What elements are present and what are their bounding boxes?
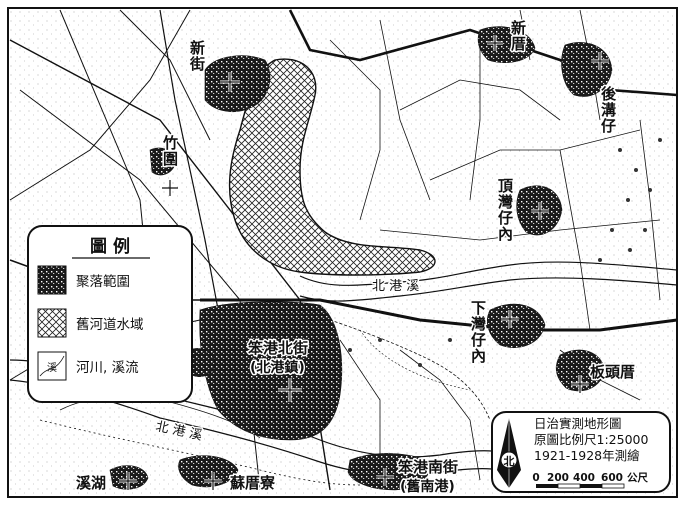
label-xihu: 溪湖 [76, 474, 106, 492]
label-benggang-north: 笨港北街 [248, 339, 308, 357]
label-benggang-south-alt: (舊南港) [400, 478, 455, 495]
legend-label-old-channel: 舊河道水域 [76, 317, 144, 333]
label-dingzhuzinei: 頂灣仔內 [496, 178, 514, 242]
river-swatch [37, 351, 67, 381]
info-scale: 原圖比例尺1:25000 [534, 432, 648, 447]
crosshatch-swatch [37, 308, 67, 338]
legend-item-settlement: 聚落範圍 [37, 265, 130, 295]
legend-label-river: 河川, 溪流 [76, 360, 139, 376]
legend-title: 圖 例 [90, 236, 130, 257]
settlement-swatch [37, 265, 67, 295]
settlement-markers-outline [119, 35, 609, 490]
label-river-upper: 北 港 溪 [372, 279, 419, 294]
label-zhuwei: 竹圍 [161, 134, 179, 167]
label-sucuoliao: 蘇厝寮 [229, 474, 276, 492]
label-xincuo: 新厝 [509, 19, 527, 52]
river-swatch-glyph: 溪 [47, 362, 57, 374]
north-char: 北 [504, 454, 515, 468]
info-box: 北 日治實測地形圖 原圖比例尺1:25000 1921-1928年測繪 0 20… [491, 411, 671, 493]
info-date: 1921-1928年測繪 [534, 448, 640, 463]
rail-lines [9, 9, 678, 491]
label-xiazhuzinei: 下灣仔內 [469, 300, 487, 364]
old-river-channel [228, 58, 436, 276]
scale-tick-200: 200 [547, 472, 569, 484]
label-houqingzi: 後溝仔 [599, 85, 617, 134]
scale-bar: 0 200 400 600 公尺 [532, 472, 648, 489]
scale-tick-0: 0 [532, 472, 539, 484]
north-arrow-icon: 北 [497, 418, 521, 488]
scale-unit: 公尺 [627, 472, 648, 484]
legend-label-settlement: 聚落範圍 [76, 274, 130, 290]
label-benggang-south: 笨港南街 [398, 458, 458, 476]
legend: 圖 例 聚落範圍 舊河道水域 溪 河川, 溪流 [27, 225, 193, 403]
scale-tick-400: 400 [573, 472, 595, 484]
scale-tick-600: 600 [601, 472, 623, 484]
map-frame [7, 7, 678, 498]
label-bantoucuo: 板頭厝 [590, 363, 635, 381]
legend-item-river: 溪 河川, 溪流 [37, 351, 139, 381]
settlements [109, 26, 613, 491]
place-labels: 新街 新厝 後溝仔 竹圍 頂灣仔內 下灣仔內 板頭厝 笨港北街 (北港鎮) 笨港… [75, 18, 637, 497]
label-xinjie: 新街 [188, 39, 206, 72]
info-title: 日治實測地形圖 [534, 416, 622, 431]
label-benggang-north-alt: (北港鎮) [250, 359, 305, 376]
legend-item-old-channel: 舊河道水域 [37, 308, 144, 338]
